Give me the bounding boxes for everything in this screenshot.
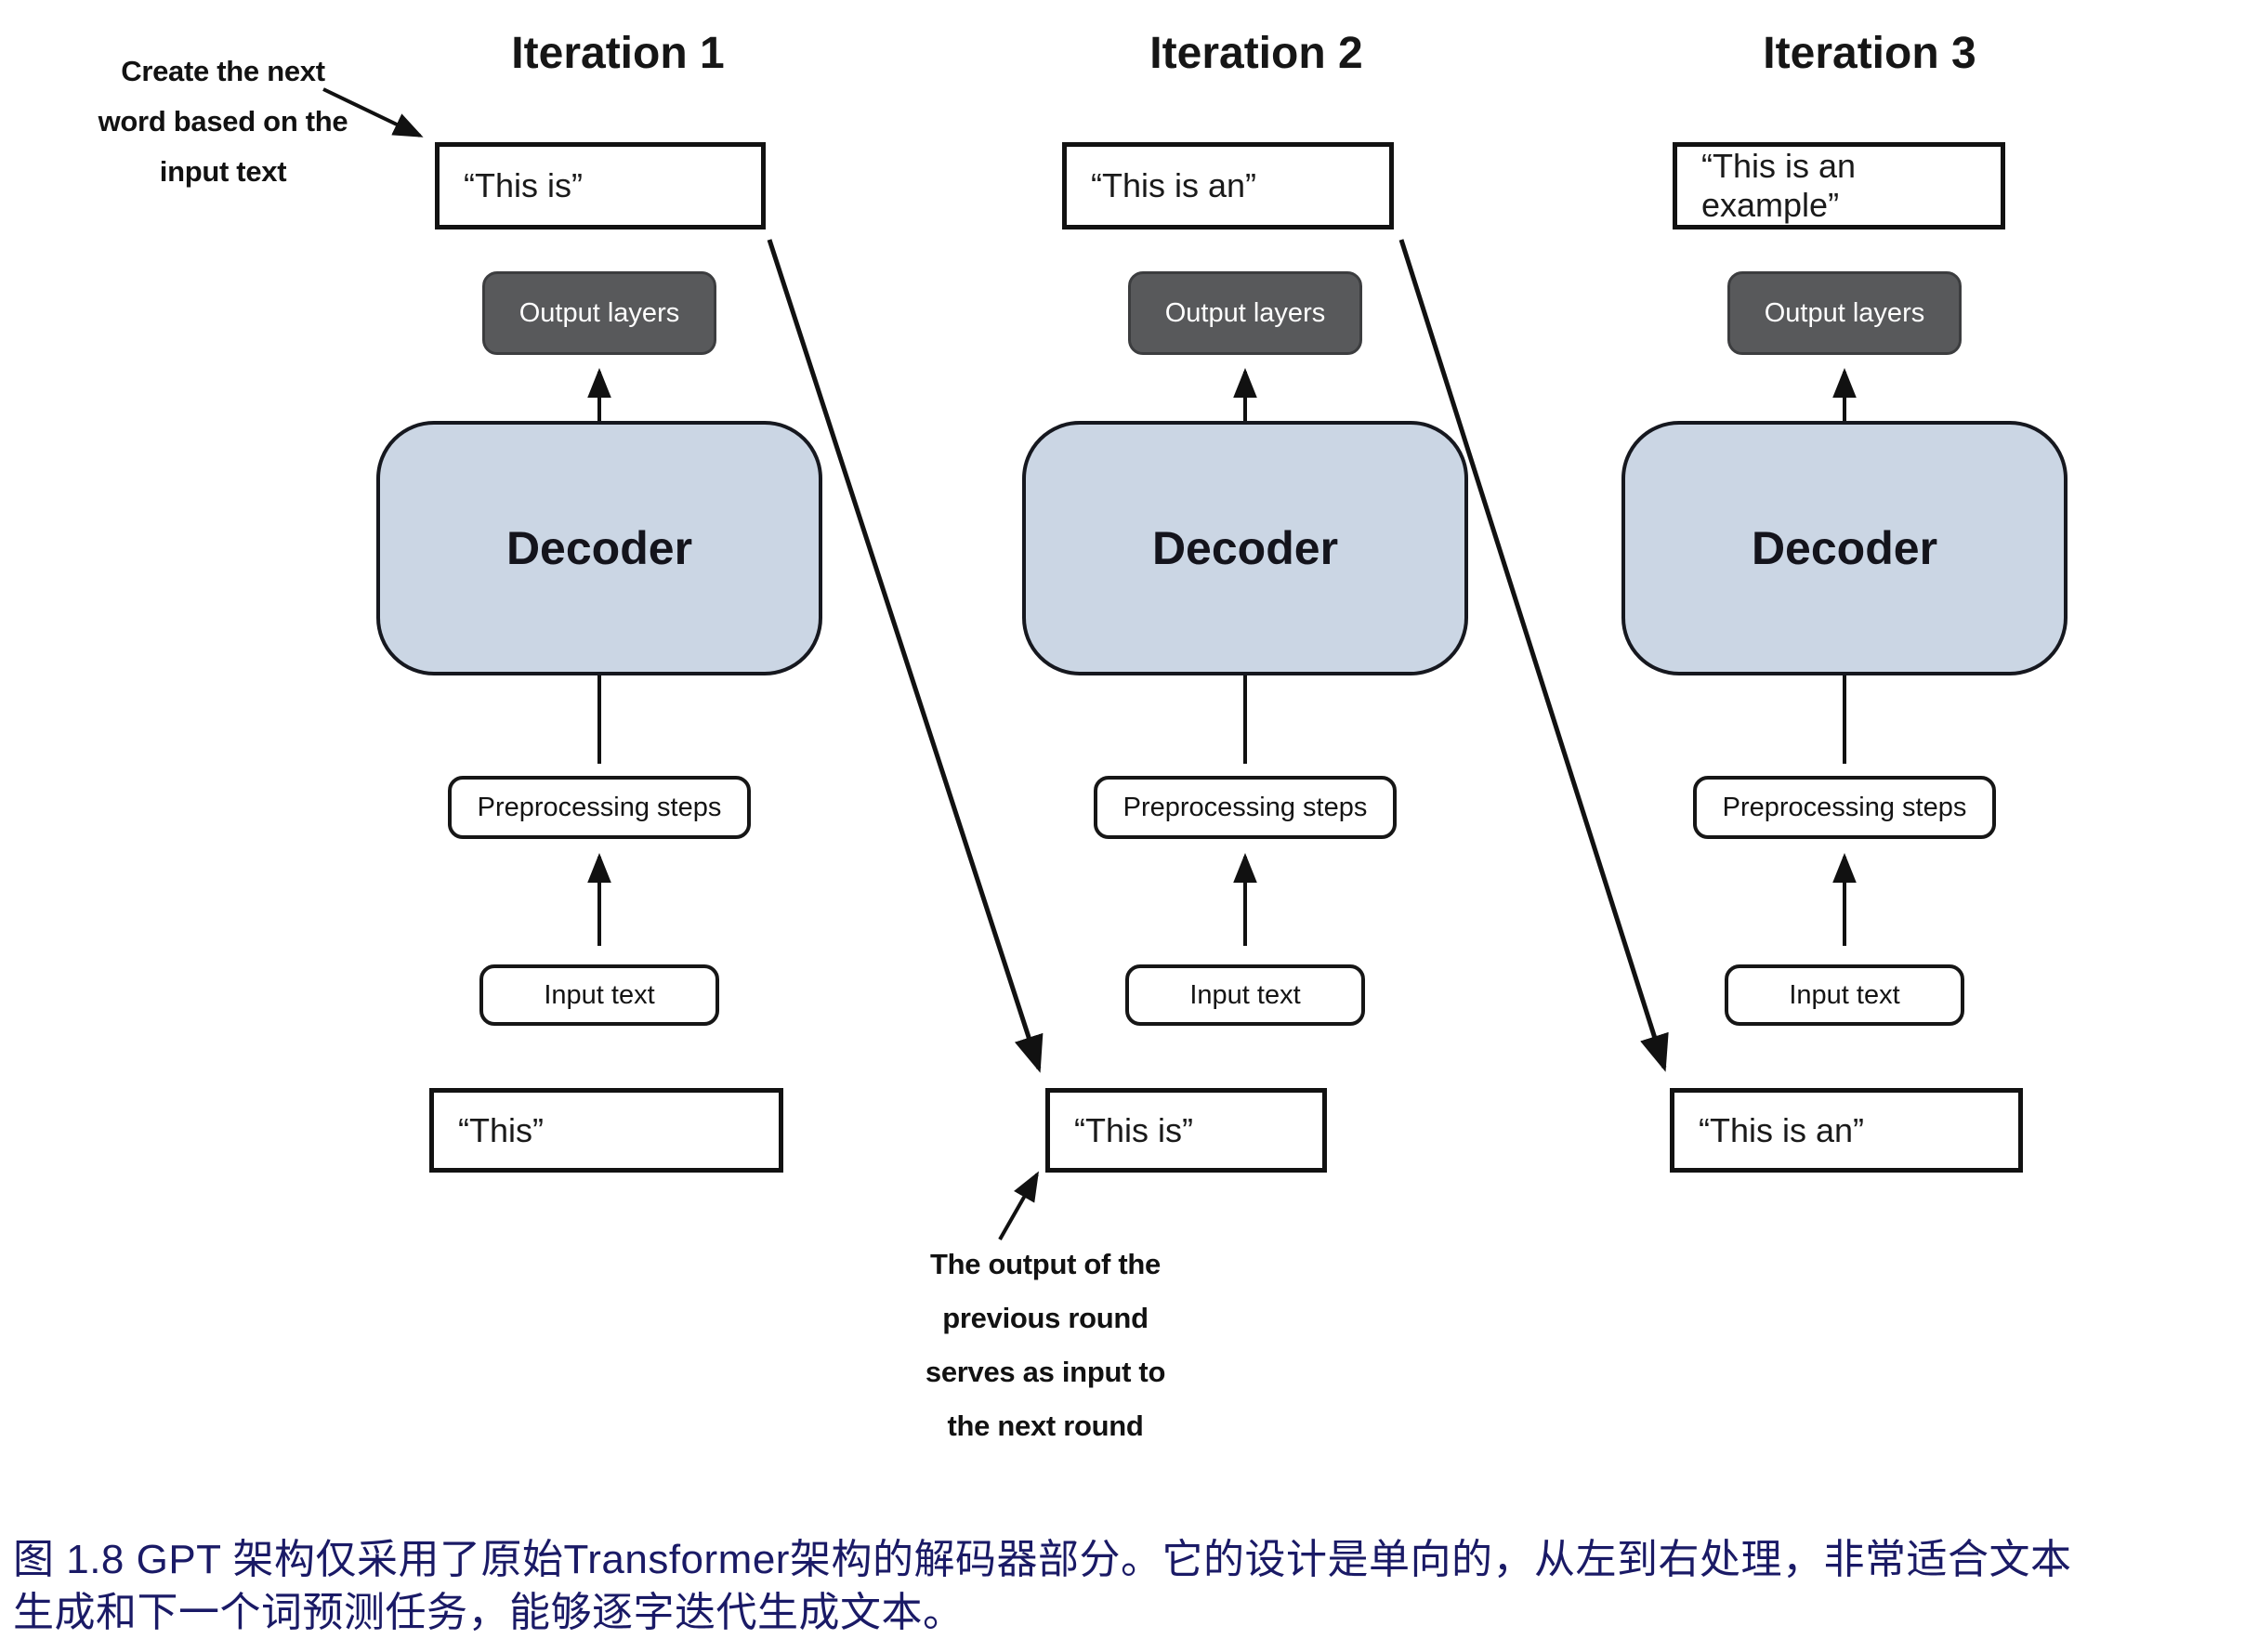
caption-line-2: 生成和下一个词预测任务，能够逐字迭代生成文本。 [13,1590,965,1635]
iteration-1-title: Iteration 1 [511,29,725,78]
caption-line-1: 图 1.8 GPT 架构仅采用了原始Transformer架构的解码器部分。它的… [13,1537,2072,1582]
iteration-1-preprocessing: Preprocessing steps [448,776,751,839]
iteration-3-output-text-box: “This is an example” [1673,142,2005,229]
annotation-line: the next round [947,1409,1144,1442]
annotation-create-next-word: Create the next word based on the input … [51,46,395,197]
iteration-2-title: Iteration 2 [1149,29,1363,78]
annotation-line: word based on the [98,105,348,138]
iteration-1-input-label: Input text [479,964,719,1026]
iteration-3-decoder: Decoder [1621,421,2068,675]
annotation-line: serves as input to [925,1356,1166,1388]
arrow-output1-to-input2 [767,239,1044,1073]
annotation-line: Create the next [121,55,325,87]
iteration-3-input-label: Input text [1725,964,1964,1026]
annotation-line: previous round [942,1302,1149,1334]
annotation-output-previous-round: The output of the previous round serves … [864,1238,1227,1453]
iteration-2-input-string-box: “This is” [1045,1088,1327,1173]
iteration-2-output-layers: Output layers [1128,271,1362,355]
iteration-2-output-text-box: “This is an” [1062,142,1394,229]
arrow-annotation-previous-round [998,1171,1039,1240]
iteration-3-input-string-box: “This is an” [1670,1088,2023,1173]
annotation-line: input text [159,155,287,188]
iteration-2-preprocessing: Preprocessing steps [1094,776,1397,839]
iteration-3-preprocessing: Preprocessing steps [1693,776,1996,839]
iteration-1-input-string-box: “This” [429,1088,783,1173]
annotation-line: The output of the [929,1248,1161,1280]
figure-caption: 图 1.8 GPT 架构仅采用了原始Transformer架构的解码器部分。它的… [13,1533,2252,1639]
iteration-1-output-text-box: “This is” [435,142,766,229]
iteration-3-title: Iteration 3 [1763,29,1976,78]
iteration-2-input-label: Input text [1125,964,1365,1026]
iteration-1-decoder: Decoder [376,421,822,675]
iteration-1-output-layers: Output layers [482,271,716,355]
iteration-2-decoder: Decoder [1022,421,1468,675]
iteration-3-output-layers: Output layers [1727,271,1962,355]
